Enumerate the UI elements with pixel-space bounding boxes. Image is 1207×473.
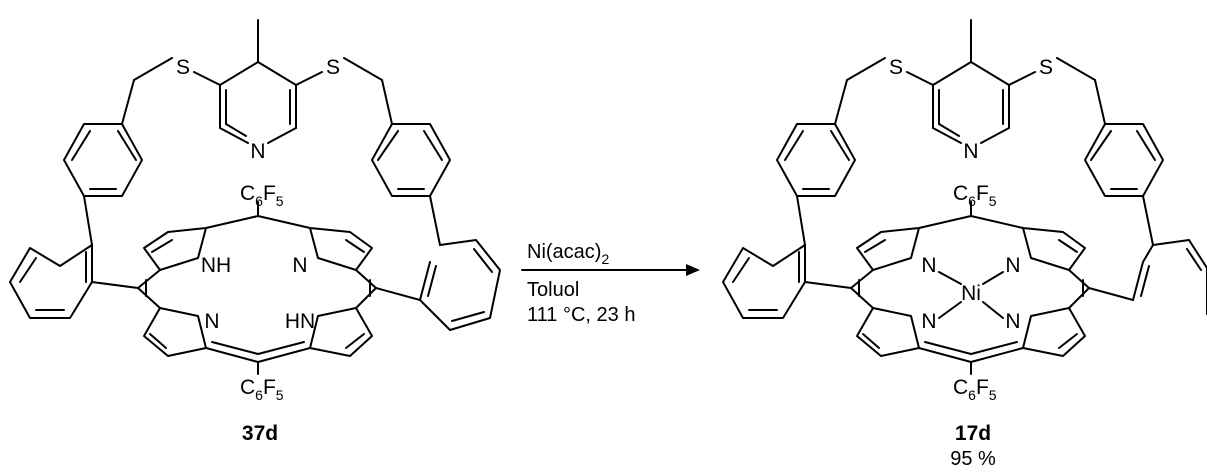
reaction-arrow-head: [686, 264, 700, 276]
reaction-arrow-group: Ni(acac)2 Toluol 111 °C, 23 h: [521, 241, 700, 326]
product-yield: 95 %: [950, 448, 996, 470]
right-phenyl-ring-reactant: [375, 239, 501, 331]
c6f5-top-product: C6F5: [953, 182, 997, 209]
pyridine-ring-reactant: [219, 19, 297, 144]
c6f5-bottom-reactant: C6F5: [240, 376, 284, 403]
thioether-links-product: [846, 57, 1096, 86]
sulfur-left-product: S: [889, 56, 903, 79]
n1-product: N: [921, 254, 936, 277]
porphyrin-core-product: [850, 201, 1090, 375]
n-lower-left-reactant: N: [204, 310, 219, 333]
reactant-label: 37d: [242, 422, 278, 445]
left-phenyl-ring-product: [722, 244, 852, 319]
sulfur-right-product: S: [1039, 56, 1053, 79]
porphyrin-core-reactant: [137, 201, 377, 375]
conditions-label: 111 °C, 23 h: [527, 304, 635, 326]
product-label: 17d: [955, 422, 991, 445]
product-structure: S S N N N N N Ni C6F5 C6F5 17d 95 %: [722, 19, 1207, 470]
sulfur-right-reactant: S: [326, 56, 340, 79]
hn-lower-right-reactant: HN: [285, 310, 315, 333]
reactant-structure: S S N NH N N HN C6F5 C6F5 37d: [9, 19, 501, 445]
nickel-coordination-bonds: [938, 271, 1004, 319]
c6f5-bottom-product: C6F5: [953, 376, 997, 403]
thioether-links-reactant: [133, 57, 383, 86]
sulfur-left-reactant: S: [176, 56, 190, 79]
c6f5-top-reactant: C6F5: [240, 182, 284, 209]
n4-product: N: [1005, 310, 1020, 333]
pyridine-nitrogen-reactant: N: [250, 140, 265, 163]
pyridine-nitrogen-product: N: [963, 140, 978, 163]
n3-product: N: [921, 310, 936, 333]
left-phenyl-ring-reactant: [9, 244, 139, 319]
right-benzyl-ring-product: [1084, 79, 1164, 246]
reagent-label: Ni(acac)2: [527, 241, 609, 267]
nh-left-reactant: NH: [201, 254, 231, 277]
n-upper-right-reactant: N: [292, 254, 307, 277]
right-phenyl-ring-product: [1088, 239, 1207, 315]
left-benzyl-ring-reactant: [63, 79, 143, 246]
nickel-center: Ni: [961, 282, 981, 305]
right-benzyl-ring-reactant: [371, 79, 451, 246]
left-benzyl-ring-product: [776, 79, 856, 246]
solvent-label: Toluol: [527, 279, 579, 301]
n2-product: N: [1005, 254, 1020, 277]
pyridine-ring-product: [932, 19, 1010, 144]
